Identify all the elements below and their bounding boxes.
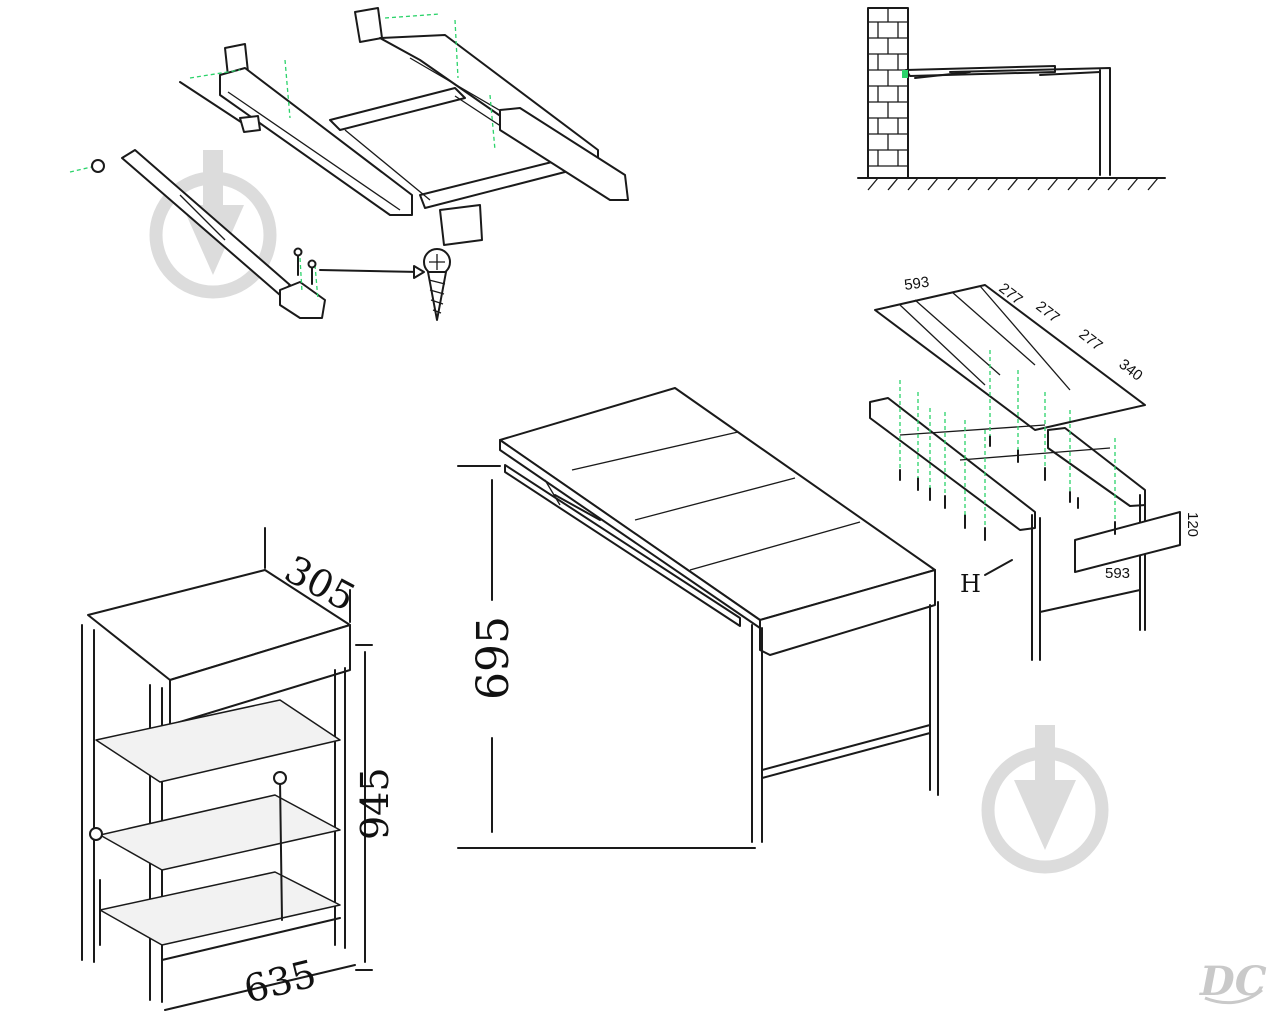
desk-height-dim: 695 — [468, 616, 519, 700]
watermark-pin-icon — [149, 150, 277, 299]
top-dim-277-b: 277 — [1033, 298, 1063, 327]
hardware-label-h: H — [960, 570, 981, 598]
screw-icon — [293, 247, 451, 321]
top-dim-593: 593 — [903, 274, 930, 294]
drawer-frame-exploded — [179, 7, 629, 246]
top-dim-340: 340 — [1116, 356, 1146, 385]
drawer-width-dim: 593 — [1105, 565, 1130, 582]
cabinet-width-dim: 635 — [240, 951, 321, 1011]
folded-cabinet: 305 945 635 — [81, 527, 397, 1012]
gas-spring — [69, 149, 326, 319]
wall-side-view — [857, 7, 1166, 191]
tabletop-exploded: 593 277 277 277 340 120 593 H — [869, 274, 1201, 661]
logo-text: DC — [1199, 958, 1267, 1005]
cabinet-height-dim: 945 — [353, 767, 397, 840]
drawer-height-dim: 120 — [1184, 512, 1201, 537]
watermark-pin-icon — [981, 725, 1109, 874]
top-dim-277-c: 277 — [1076, 326, 1106, 355]
extended-desk: 695 — [457, 387, 939, 849]
dc-logo: DC — [1199, 958, 1267, 1005]
